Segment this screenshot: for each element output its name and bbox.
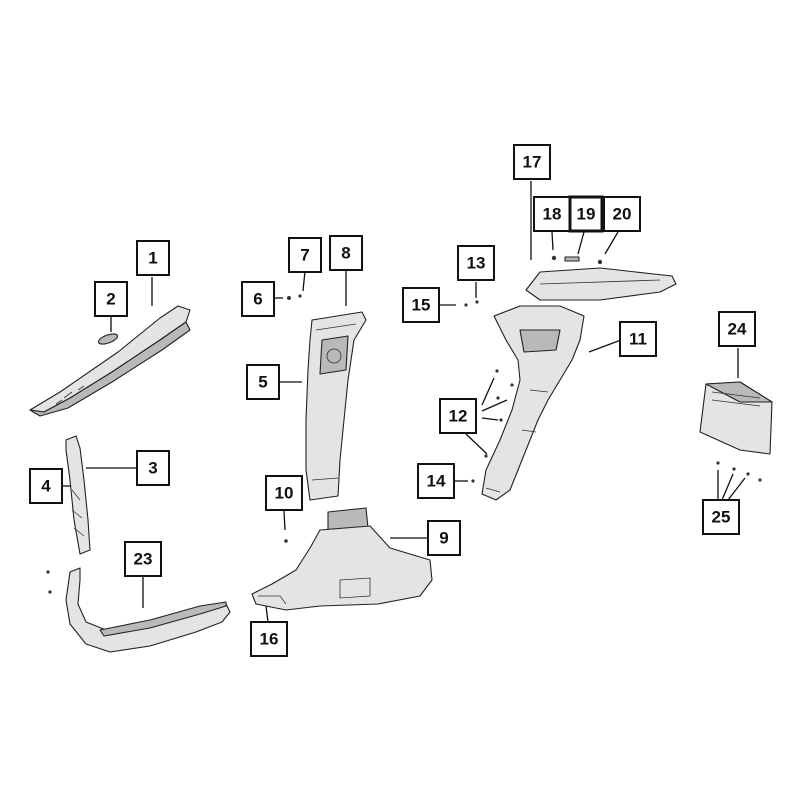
fasteners-18-19-20 [551, 255, 603, 265]
c-pillar-trim-part [481, 305, 585, 501]
callout-label: 12 [449, 407, 468, 426]
callout-label: 15 [412, 296, 431, 315]
callout-6: 6 [241, 281, 275, 317]
callout-23: 23 [124, 541, 162, 577]
vertical-trim-part [65, 435, 91, 555]
sill-plate-part [65, 567, 231, 653]
callout-label: 16 [260, 630, 279, 649]
callout-11: 11 [619, 321, 657, 357]
callout-18: 18 [533, 196, 571, 232]
clip-part [97, 333, 119, 345]
callout-20: 20 [603, 196, 641, 232]
b-pillar-upper-trim-part [305, 311, 367, 501]
callout-label: 14 [427, 472, 446, 491]
callout-1: 1 [136, 240, 170, 276]
callout-10: 10 [265, 475, 303, 511]
callout-label: 20 [613, 205, 632, 224]
callout-label: 19 [577, 205, 596, 224]
callout-24: 24 [718, 311, 756, 347]
callout-9: 9 [427, 520, 461, 556]
callout-label: 23 [134, 550, 153, 569]
callout-3: 3 [136, 450, 170, 486]
callout-label: 7 [300, 246, 309, 265]
callout-7: 7 [288, 237, 322, 273]
callout-label: 25 [712, 508, 731, 527]
callout-label: 2 [106, 290, 115, 309]
callout-16: 16 [250, 621, 288, 657]
callout-label: 10 [275, 484, 294, 503]
callout-25: 25 [702, 499, 740, 535]
callout-label: 8 [341, 244, 350, 263]
callout-5: 5 [246, 364, 280, 400]
callout-2: 2 [94, 281, 128, 317]
loose-fasteners [46, 294, 762, 594]
callout-label: 4 [41, 477, 51, 496]
callout-label: 24 [728, 320, 747, 339]
callout-12: 12 [439, 398, 477, 434]
callout-8: 8 [329, 235, 363, 271]
callout-4: 4 [29, 468, 63, 504]
callout-14: 14 [417, 463, 455, 499]
callout-15: 15 [402, 287, 440, 323]
callout-label: 13 [467, 254, 486, 273]
callout-19: 19 [568, 195, 604, 233]
rear-panel-trim-part [699, 381, 773, 455]
callout-label: 6 [253, 290, 262, 309]
b-pillar-lower-trim-part [251, 507, 433, 611]
callout-label: 11 [629, 330, 647, 349]
callout-label: 3 [148, 459, 157, 478]
callout-label: 18 [543, 205, 562, 224]
upper-trim-panel-part [525, 267, 677, 301]
callout-13: 13 [457, 245, 495, 281]
a-pillar-trim-part [29, 305, 191, 417]
callout-label: 1 [148, 249, 157, 268]
leader-lines [63, 181, 746, 623]
callout-17: 17 [513, 144, 551, 180]
callout-label: 5 [258, 373, 267, 392]
callout-label: 17 [523, 153, 542, 172]
callout-label: 9 [439, 529, 448, 548]
